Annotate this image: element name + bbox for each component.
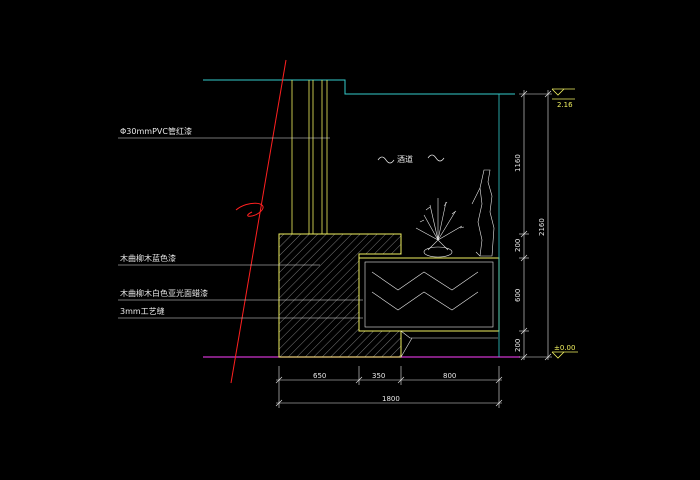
dim-total-width: 1800 <box>382 395 400 403</box>
level-base-text: ±0.00 <box>554 344 575 352</box>
potted-plant-decoration <box>415 198 465 258</box>
dim-v-200b: 200 <box>514 339 522 352</box>
liquor-text: 酒道 <box>397 154 413 164</box>
hatched-counter-base <box>278 233 402 358</box>
label-pvc-pipe: Φ30mmPVC管红漆 <box>120 126 192 136</box>
leader-lines <box>118 137 363 319</box>
pvc-pipes <box>291 80 328 234</box>
label-wood-paint-2: 木曲柳木白色亚光面蜡漆 <box>120 288 208 298</box>
figurine-decoration <box>471 169 495 257</box>
dim-v-1160: 1160 <box>514 154 522 172</box>
level-top-text: 2.16 <box>557 101 573 109</box>
level-marker-base <box>551 351 578 359</box>
dim-total-height: 2160 <box>538 218 546 236</box>
label-craft-seam: 3mm工艺缝 <box>120 306 165 316</box>
ceiling-line <box>203 79 515 95</box>
dim-v-200a: 200 <box>514 239 522 252</box>
label-wood-paint-1: 木曲柳木蓝色漆 <box>120 253 176 263</box>
dim-v-600: 600 <box>514 289 522 302</box>
dim-h-350: 350 <box>372 372 385 380</box>
horizontal-dimension-lines <box>275 366 503 408</box>
section-break-line <box>230 59 287 384</box>
dim-h-800: 800 <box>443 372 456 380</box>
vertical-dimension-lines <box>519 90 552 361</box>
level-marker-top <box>551 88 575 100</box>
dim-h-650: 650 <box>313 372 326 380</box>
liquor-text-group: 酒道 <box>377 154 445 164</box>
